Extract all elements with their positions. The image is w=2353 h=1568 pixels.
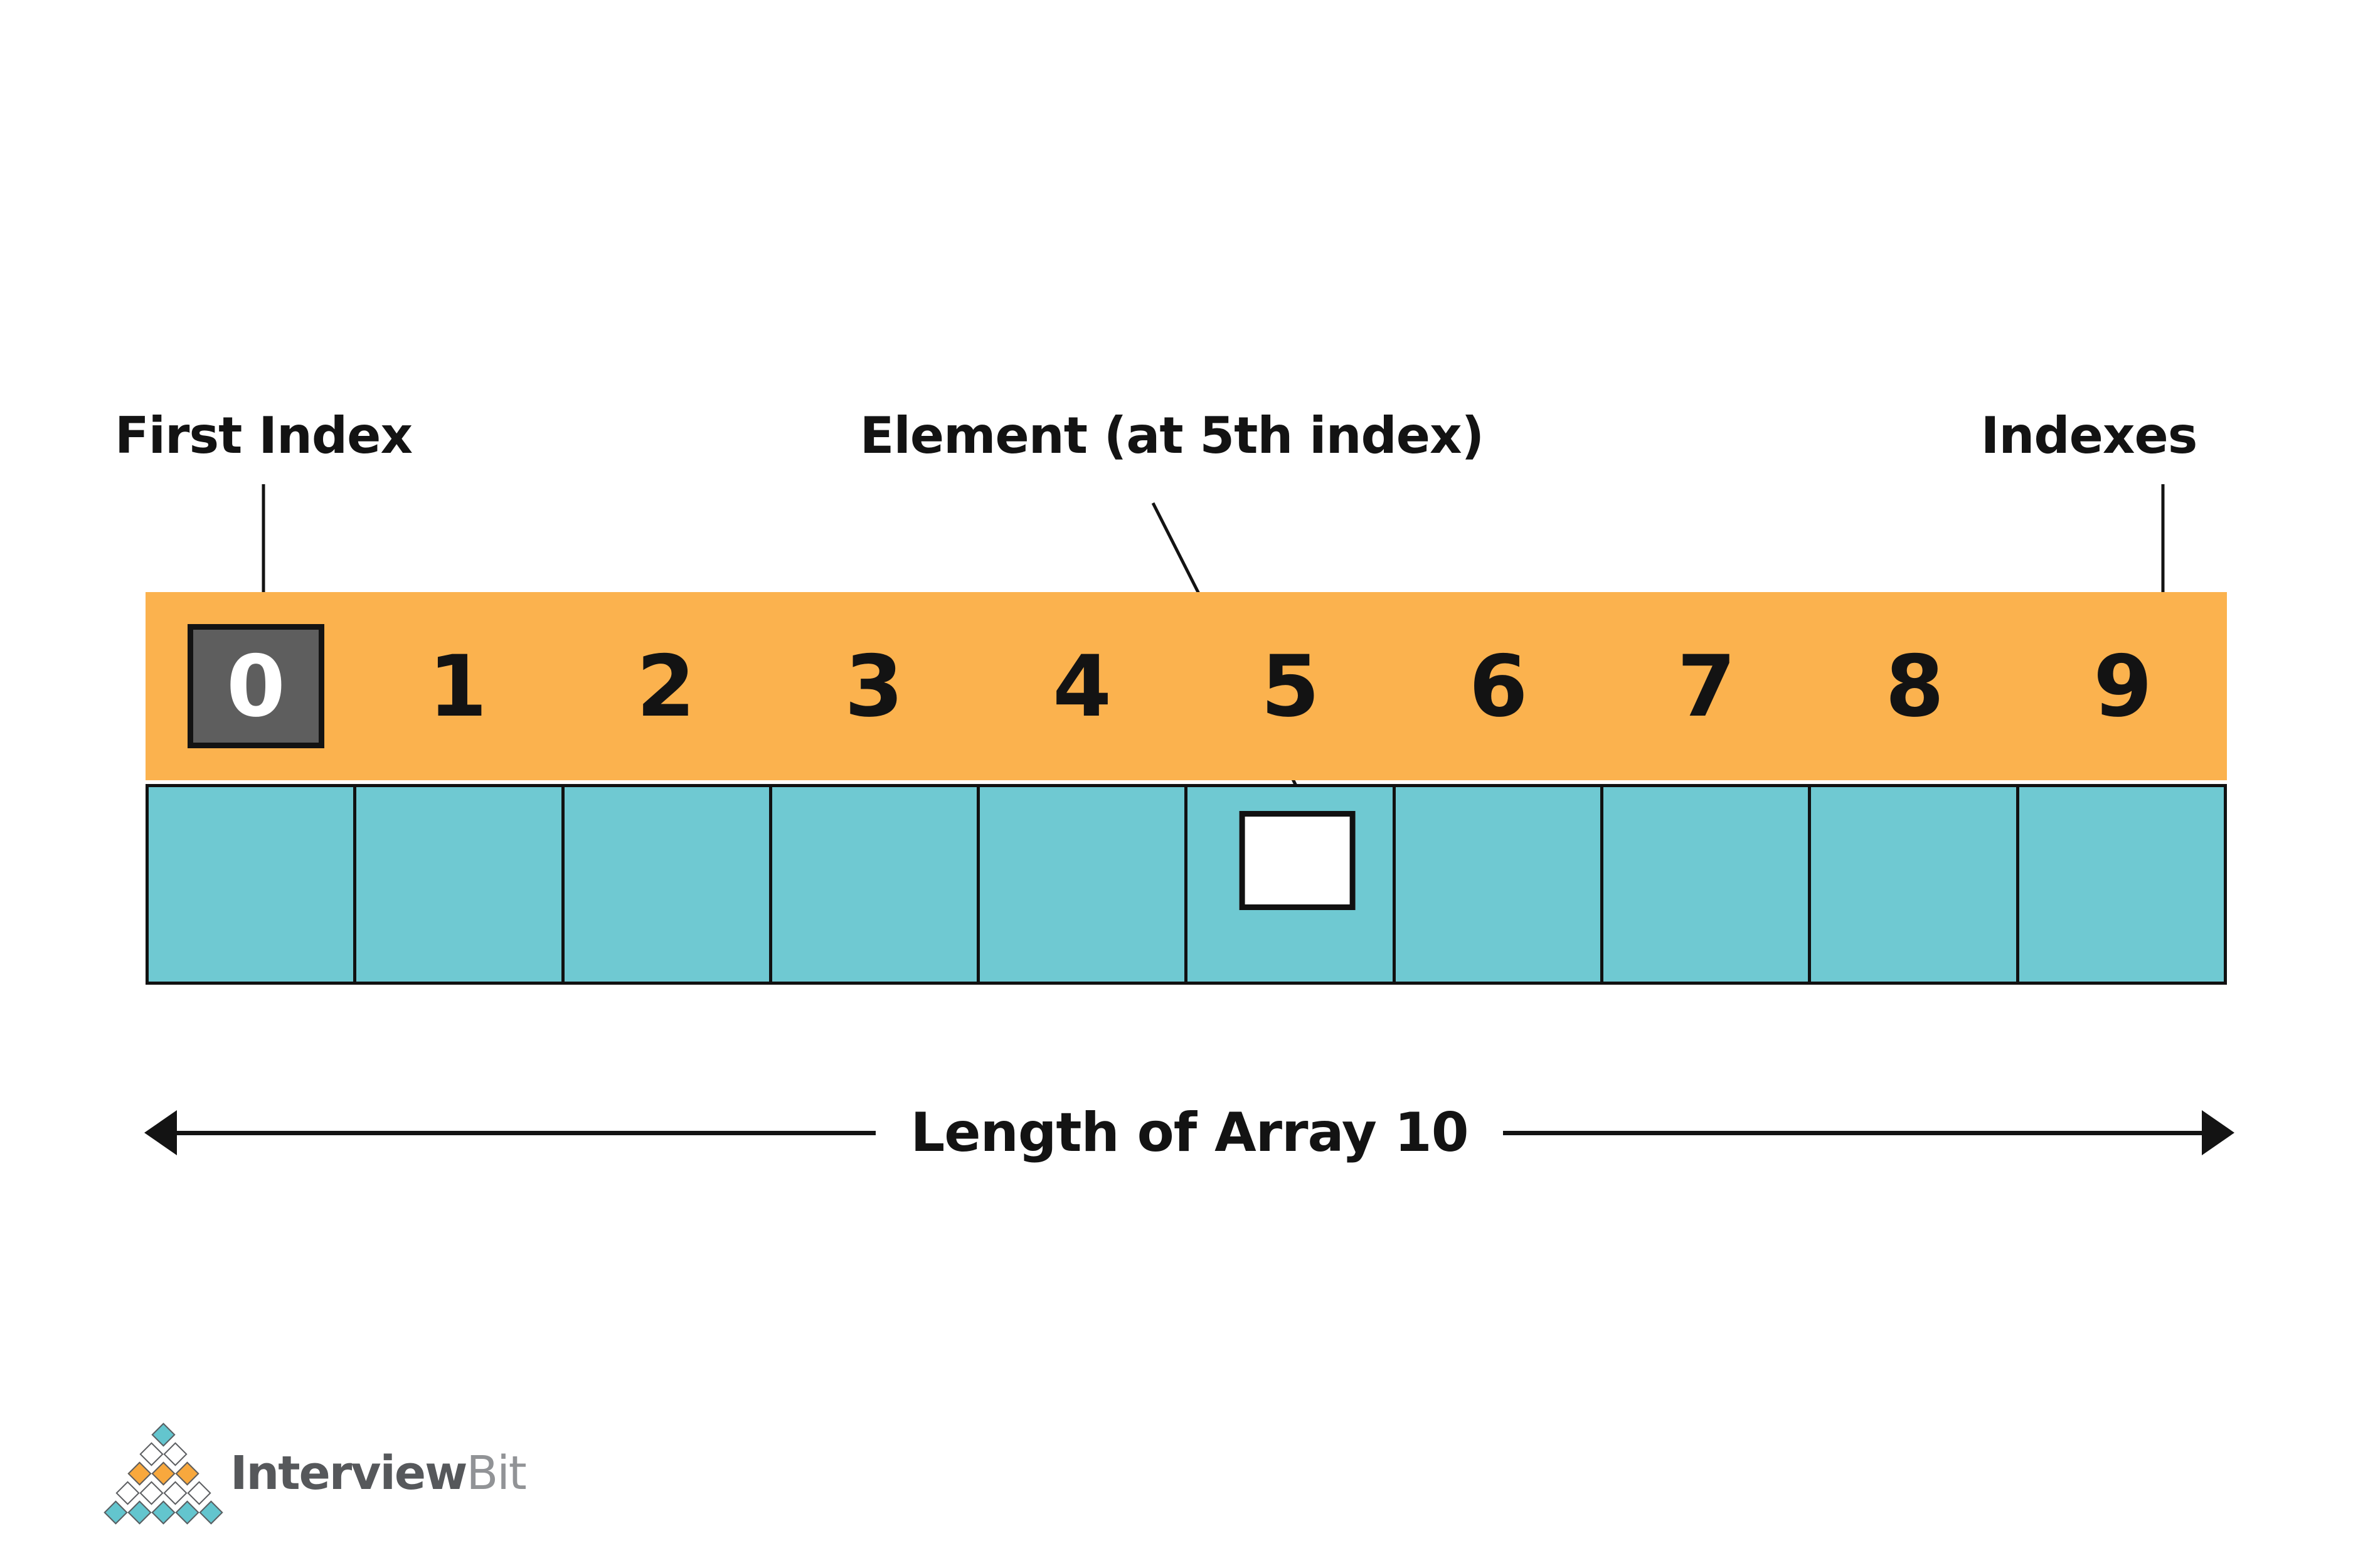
logo-text-bit: Bit <box>466 1446 526 1500</box>
first-index-box: 0 <box>187 624 324 748</box>
index-digit: 1 <box>428 637 487 736</box>
index-cell-4: 4 <box>978 592 1186 780</box>
index-cell-3: 3 <box>770 592 978 780</box>
length-arrow-label: Length of Array 10 <box>910 1101 1469 1164</box>
arrow-line-right <box>1502 1130 2202 1135</box>
interviewbit-logo-text: InterviewBit <box>230 1446 527 1500</box>
index-cell-7: 7 <box>1603 592 1811 780</box>
logo-diamond-white <box>139 1441 164 1466</box>
logo-text-interview: Interview <box>230 1446 467 1500</box>
array-cell-7 <box>1603 787 1812 982</box>
first-index-label: First Index <box>114 406 413 465</box>
array-cell-3 <box>772 787 980 982</box>
index-digit: 4 <box>1053 637 1112 736</box>
interviewbit-logo-mark-icon <box>103 1422 223 1525</box>
logo-diamond-teal <box>151 1422 176 1447</box>
index-cell-2: 2 <box>562 592 770 780</box>
index-cell-5: 5 <box>1186 592 1394 780</box>
index-digit: 7 <box>1677 637 1736 736</box>
array-cell-0 <box>149 787 357 982</box>
logo-diamond-teal <box>174 1500 199 1525</box>
index-digit: 8 <box>1885 637 1945 736</box>
array-cell-9 <box>2019 787 2224 982</box>
index-cell-8: 8 <box>1810 592 2019 780</box>
array-cell-6 <box>1395 787 1604 982</box>
arrow-line-left <box>177 1130 876 1135</box>
array-cell-5 <box>1187 787 1396 982</box>
index-digit: 6 <box>1469 637 1528 736</box>
index-cell-9: 9 <box>2019 592 2227 780</box>
index-digit: 3 <box>844 637 904 736</box>
logo-diamond-orange <box>127 1461 152 1486</box>
logo-diamond-white <box>162 1441 188 1466</box>
logo-diamond-white <box>186 1480 211 1505</box>
arrowhead-right-icon <box>2202 1110 2235 1155</box>
index-digit: 0 <box>226 637 285 736</box>
arrowhead-left-icon <box>144 1110 177 1155</box>
logo-diamond-teal <box>127 1500 152 1525</box>
array-cell-2 <box>564 787 772 982</box>
logo-diamond-teal <box>198 1500 223 1525</box>
index-cell-1: 1 <box>354 592 562 780</box>
index-digit: 5 <box>1260 637 1320 736</box>
logo-diamond-teal <box>151 1500 176 1525</box>
element-box <box>1239 811 1356 910</box>
index-cell-0: 0 <box>146 592 354 780</box>
logo-diamond-orange <box>174 1461 199 1486</box>
interviewbit-logo: InterviewBit <box>103 1422 527 1525</box>
element-label: Element (at 5th index) <box>859 406 1484 465</box>
indexes-label: Indexes <box>1980 406 2198 465</box>
logo-diamond-teal <box>103 1500 128 1525</box>
logo-diamond-orange <box>151 1461 176 1486</box>
index-cell-6: 6 <box>1394 592 1603 780</box>
array-row <box>146 784 2227 985</box>
index-digit: 2 <box>636 637 696 736</box>
array-cell-4 <box>980 787 1188 982</box>
index-bar: 0 1 2 3 4 5 6 7 8 9 <box>146 592 2227 780</box>
logo-diamond-white <box>139 1480 164 1505</box>
logo-diamond-white <box>162 1480 188 1505</box>
array-cell-1 <box>356 787 565 982</box>
length-arrow: Length of Array 10 <box>144 1090 2235 1175</box>
index-digit: 9 <box>2093 637 2153 736</box>
array-cell-8 <box>1811 787 2019 982</box>
logo-diamond-white <box>115 1480 140 1505</box>
